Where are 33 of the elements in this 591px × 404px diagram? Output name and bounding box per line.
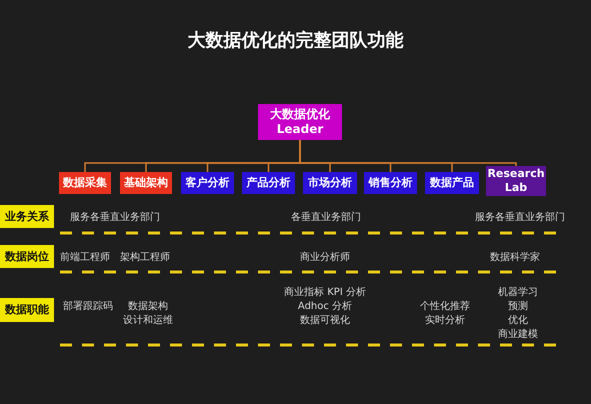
cell-text: 数据可视化 [300,314,350,327]
cell-text: 商业建模 [498,328,538,341]
cell-text: 部署跟踪码 [63,300,113,313]
org-box: 销售分析 [364,172,417,194]
cell-text: 服务各垂直业务部门 [475,211,565,224]
org-box: 数据采集 [59,172,111,194]
org-box: 市场分析 [303,172,357,194]
org-box: 基础架构 [120,172,172,194]
cell-text: 前端工程师 [60,251,110,264]
title: 大数据优化的完整团队功能 [186,29,404,52]
row-header-tag: 业务关系 [0,205,54,228]
org-box: 数据产品 [425,172,479,194]
cell-text: 商业分析师 [300,251,350,264]
org-box: 客户分析 [181,172,234,194]
row-header-tag: 数据职能 [0,298,54,322]
cell-text: 预测 [508,300,528,313]
cell-text: Adhoc 分析 [298,300,352,313]
cell-text: 个性化推荐 [420,300,470,313]
connector-line [299,140,517,166]
cell-text: 实时分析 [425,314,465,327]
cell-text: 数据科学家 [490,251,540,264]
cell-text: 数据架构 [128,300,168,313]
org-box: 产品分析 [242,172,295,194]
cell-text: 商业指标 KPI 分析 [284,286,366,299]
cell-text: 架构工程师 [120,251,170,264]
cell-text: 服务各垂直业务部门 [70,211,160,224]
org-box: 大数据优化 Leader [258,104,342,140]
cell-text: 机器学习 [498,286,538,299]
cell-text: 设计和运维 [123,314,173,327]
cell-text: 优化 [508,314,528,327]
row-header-tag: 数据岗位 [0,245,54,268]
org-box: Research Lab [486,166,546,196]
cell-text: 各垂直业务部门 [291,211,361,224]
